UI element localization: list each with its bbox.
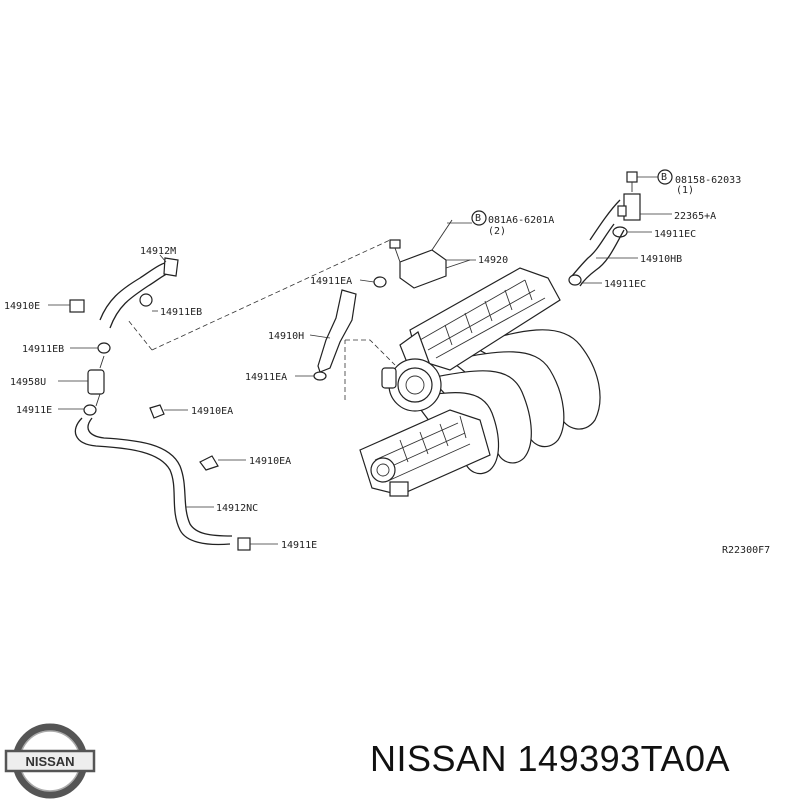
bolt-mark-081A6: B (475, 213, 481, 224)
nissan-logo: NISSAN (4, 723, 96, 799)
label-14911EA-mid: 14911EA (245, 372, 287, 383)
label-14958U: 14958U (10, 377, 46, 388)
label-22365-A: 22365+A (674, 211, 716, 222)
label-081A6-6201A: 081A6-6201A (488, 215, 554, 226)
label-14911E-left: 14911E (16, 405, 52, 416)
hose-14912M (99, 257, 179, 329)
label-14911E-bottom: 14911E (281, 540, 317, 551)
label-14911EB-right: 14911EB (160, 307, 202, 318)
label-14910EA-upper: 14910EA (191, 406, 233, 417)
label-14910H: 14910H (268, 331, 304, 342)
leader-dashes (127, 239, 396, 400)
label-14920: 14920 (478, 255, 508, 266)
label-14910HB: 14910HB (640, 254, 682, 265)
label-14911EC-top: 14911EC (654, 229, 696, 240)
hose-14910H (313, 289, 357, 381)
intake-manifold (359, 267, 601, 497)
label-08158-qty: (1) (676, 185, 694, 196)
pcv-valve-assembly (373, 171, 641, 289)
left-clamps (69, 293, 251, 551)
hose-14912NC (74, 355, 233, 546)
label-14912M: 14912M (140, 246, 176, 257)
bolt-marker-081A6 (471, 210, 487, 226)
bolt-mark-08158: B (661, 172, 667, 183)
label-14910E: 14910E (4, 301, 40, 312)
label-14911EB-left: 14911EB (22, 344, 64, 355)
label-14911EA-top: 14911EA (310, 276, 352, 287)
label-08158-62033: 08158-62033 (675, 175, 741, 186)
label-14910EA-lower: 14910EA (249, 456, 291, 467)
diagram-code: R22300F7 (722, 545, 770, 556)
part-number-caption: NISSAN 149393TA0A (370, 738, 731, 779)
bolt-marker-08158 (657, 169, 673, 185)
part-labels: B 08158-62033 (1) 22365+A 14911EC B 081A… (4, 172, 770, 556)
leader-lines (48, 176, 672, 545)
label-081A6-qty: (2) (488, 226, 506, 237)
label-14911EC-right: 14911EC (604, 279, 646, 290)
label-14912NC: 14912NC (216, 503, 258, 514)
nissan-logo-text: NISSAN (25, 754, 74, 769)
